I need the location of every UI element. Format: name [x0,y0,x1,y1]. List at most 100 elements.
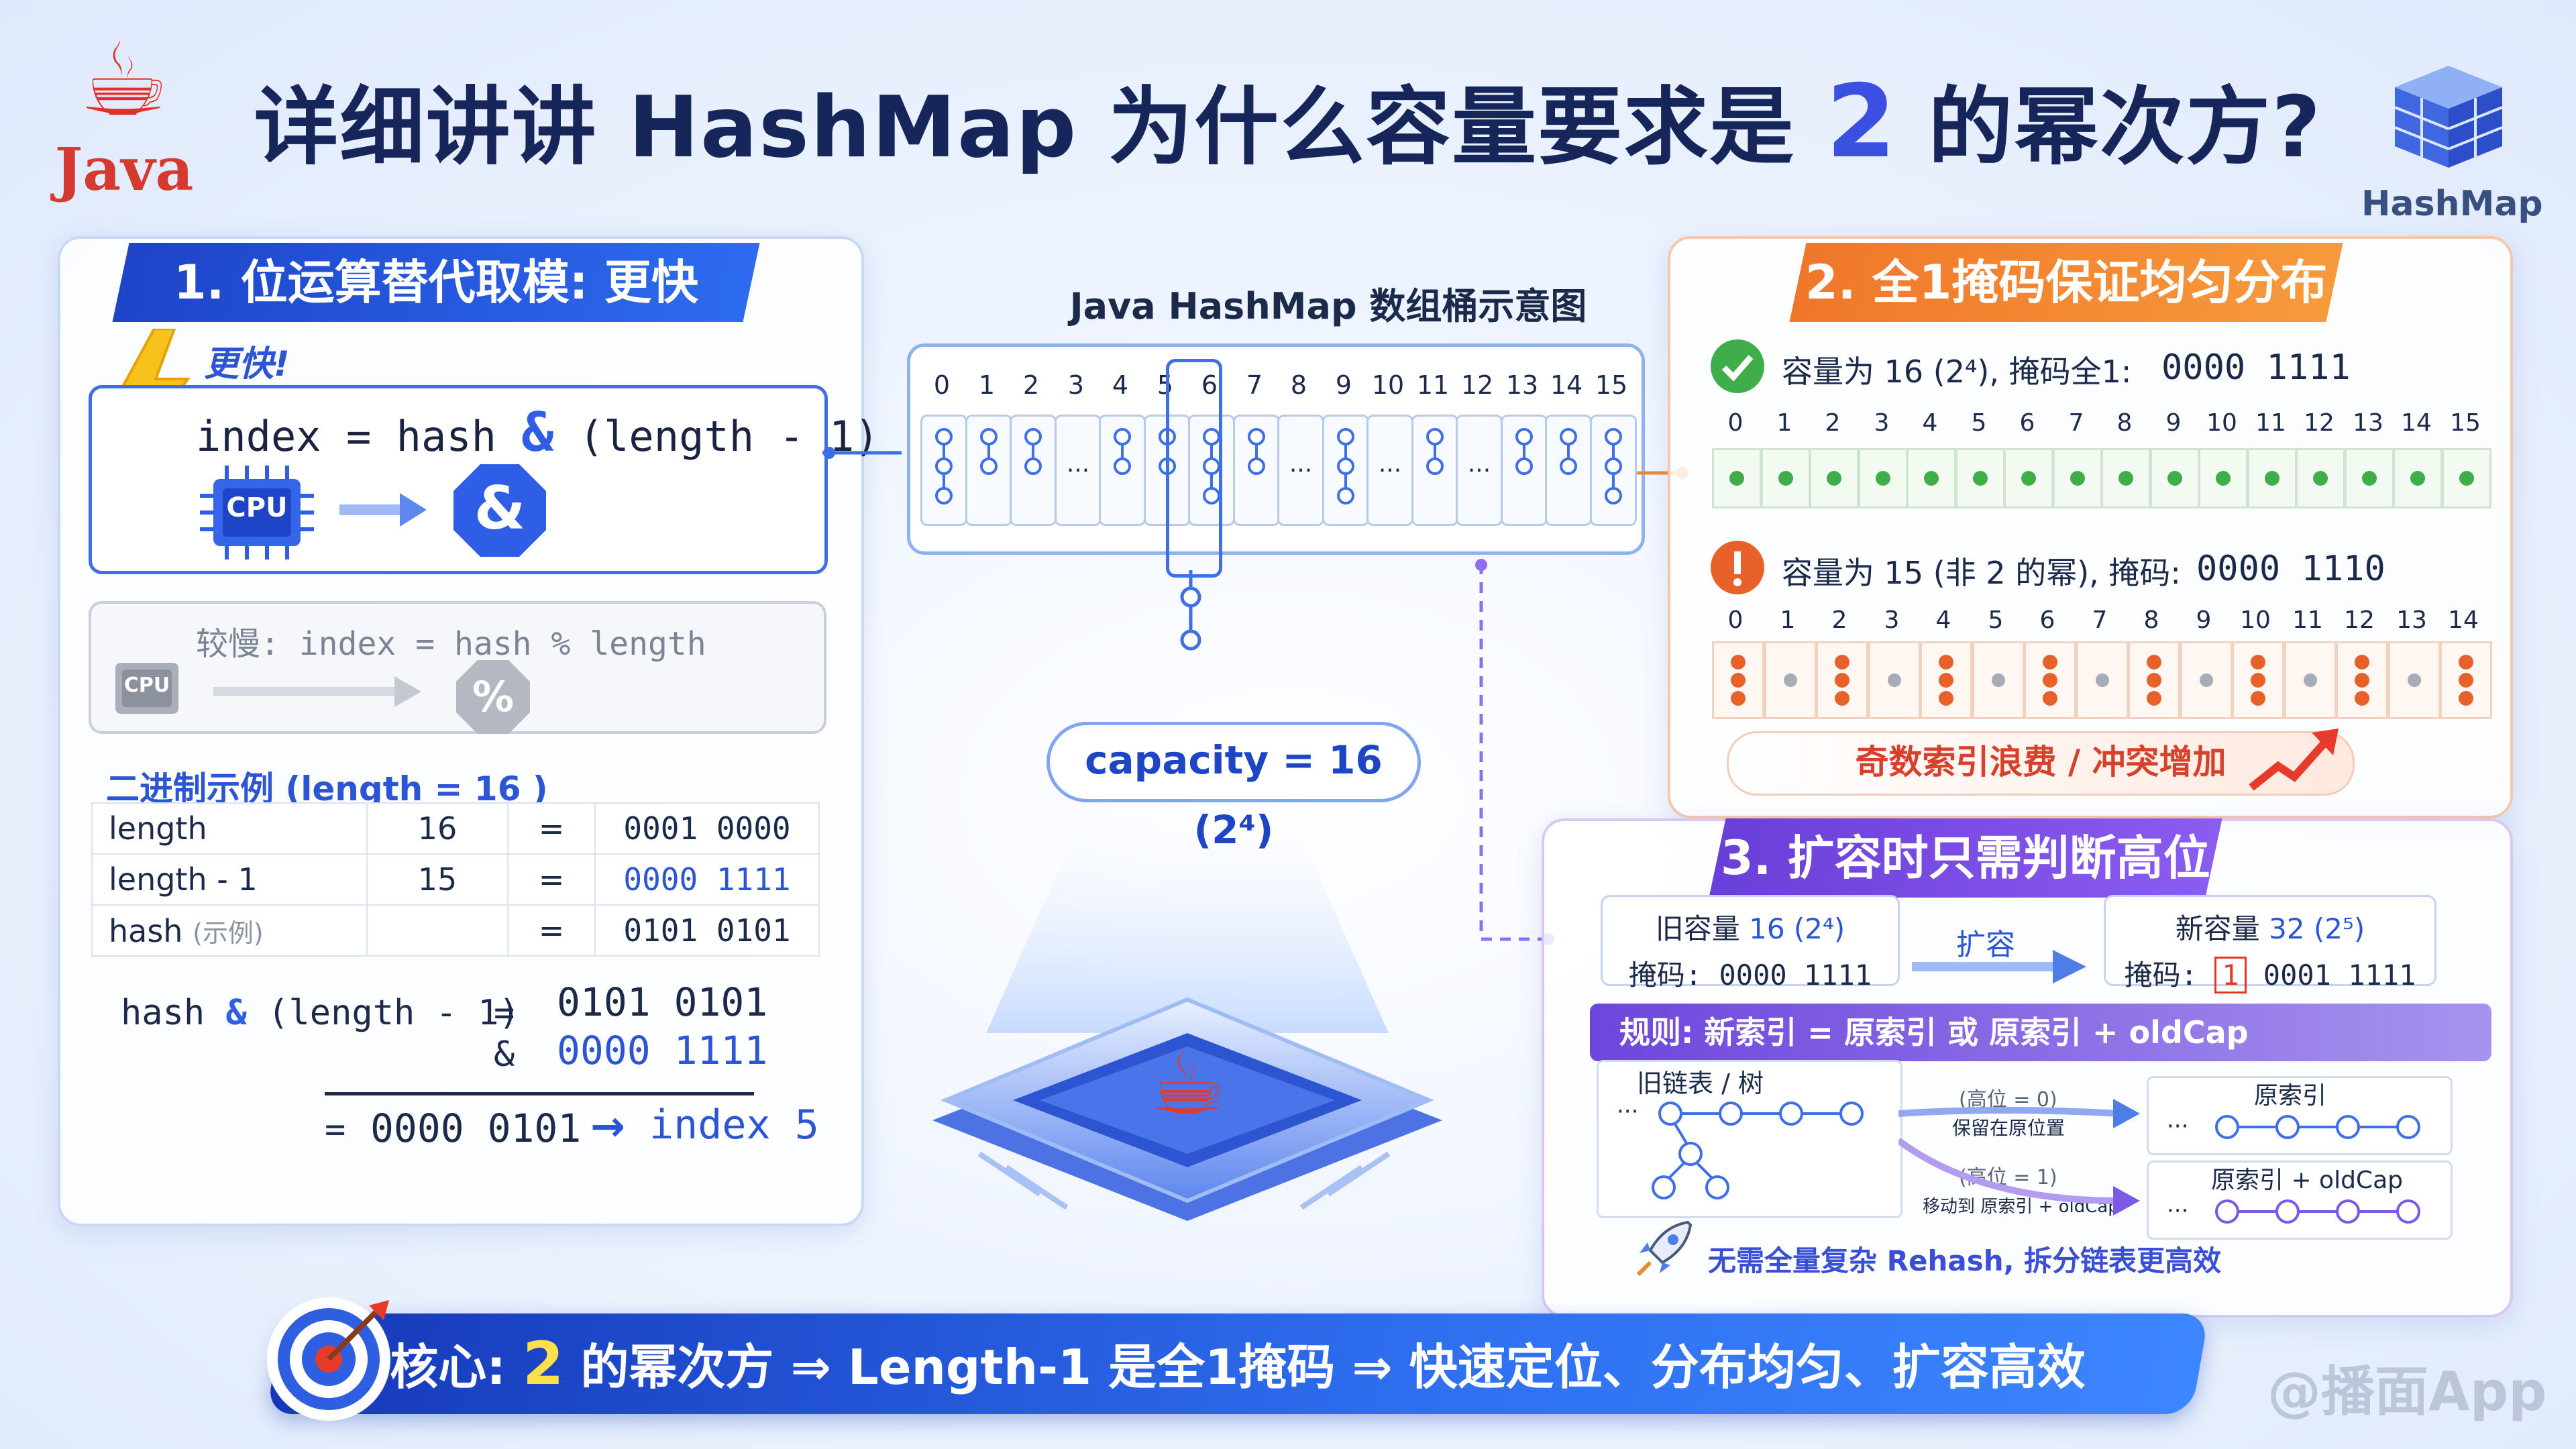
high0-desc: 保留在原位置 [1952,1117,2065,1139]
old-chain-diagram: ··· [1617,1100,1864,1199]
bad-bucket-cell [2128,641,2180,719]
new-mask-label: 掩码: [2124,959,2198,991]
good-index-label: 13 [2353,409,2383,437]
bad-bucket-cell [2336,641,2388,719]
orig-plus-box [2147,1161,2453,1240]
good-bucket-cell [1858,448,1908,508]
bad-bucket-cell [1712,641,1764,719]
bad-bucket-cell [2440,641,2492,719]
good-index-label: 8 [2116,409,2133,437]
good-bucket-cell [2393,448,2443,508]
watermark: @播面App [2267,1360,2547,1423]
cpu-label: CPU [226,492,288,523]
section-2-panel [1668,236,2513,818]
good-index-label: 6 [2019,409,2035,437]
fast-formula: index = hash & (length - 1) [196,401,879,464]
split-arrows [1898,1099,2140,1216]
capacity-pill: capacity = 16 (2⁴) [1046,722,1421,853]
title-suffix: 的幂次方? [1897,78,2322,176]
bad-index-label: 9 [2196,606,2212,634]
calc-line2: 0000 1111 [557,1028,768,1073]
good-bucket-cell [1712,448,1762,508]
table-row: length - 1 15 = 0000 1111 [91,853,820,906]
rocket-icon [1636,1220,1693,1277]
good-bucket-cell [1955,448,2005,508]
new-cap-value: 32 (2⁵) [2269,912,2365,945]
svg-text:···: ··· [2167,1197,2188,1224]
row-dec [366,904,508,957]
good-bucket-cell [2247,448,2297,508]
row-name: hash [109,912,183,949]
target-icon [267,1297,390,1421]
core-prefix: 核心: [390,1339,523,1395]
good-bucket-cell [1907,448,1956,508]
good-bucket-cell [2296,448,2345,508]
good-bucket-cell [1761,448,1811,508]
connector-left [822,447,902,459]
hashmap-logo-text: HashMap [2361,184,2543,224]
old-capacity-box: 旧容量 16 (2⁴) 掩码: 0000 1111 [1601,895,1900,991]
bad-index-label: 1 [1780,606,1796,634]
good-index-label: 2 [1825,409,1841,437]
orig-plus-label: 原索引 + oldCap [2211,1167,2403,1194]
table-row: hash (示例) = 0101 0101 [91,904,820,957]
bucket-highlight [1166,359,1222,578]
good-bucket-cell [2053,448,2102,508]
array-index-label: 0 [933,370,951,400]
hashmap-logo: HashMap [2361,60,2543,228]
array-index-label: 5 [1157,370,1174,400]
title-highlight: 2 [1826,64,1898,180]
bucket-slot [1099,415,1146,526]
section-1-header: 1. 位运算替代取模: 更快 [112,243,760,322]
bucket-slot [920,415,967,526]
orig-index-box [2147,1076,2453,1155]
bad-bucket-cell [2076,641,2129,719]
faster-label: 更快! [204,344,290,384]
bad-index-label: 0 [1727,606,1743,634]
hashmap-table-icon [2394,66,2503,168]
good-bucket-cell [1809,448,1859,508]
section-3-header: 3. 扩容时只需判断高位 [1709,818,2222,898]
core-body: 的幂次方 ⇒ Length-1 是全1掩码 ⇒ 快速定位、分布均匀、扩容高效 [564,1339,2086,1395]
row-bin: 0000 1111 [594,853,820,906]
array-index-label: 11 [1416,370,1450,400]
bad-bucket-cell [1868,641,1921,719]
row-note: (示例) [193,918,264,948]
row-eq: = [507,802,596,855]
svg-text:···: ··· [2167,1113,2188,1140]
bad-index-label: 6 [2039,606,2055,634]
calc-lhs: hash & (length - 1) [121,993,520,1033]
array-index-label: 4 [1112,370,1129,400]
cpu-gray-label: CPU [123,674,170,697]
bucket-slot [965,415,1012,526]
array-index-label: 7 [1246,370,1263,400]
bad-bucket-cell [2232,641,2284,719]
bad-bucket-cell [2024,641,2076,719]
svg-text:···: ··· [1289,457,1312,484]
bad-index-label: 3 [1884,606,1900,634]
title-prefix: 详细讲讲 HashMap 为什么容量要求是 [254,78,1827,176]
new-mask-bit: 1 [2214,957,2247,994]
row-dec: 16 [366,802,508,855]
row-bin: 0101 0101 [594,904,820,957]
orig-chain-diagram: ··· [2167,1113,2420,1140]
bucket-slot: ··· [1277,415,1324,526]
coffee-cup-icon: ☕ [78,22,170,139]
array-index-label: 3 [1067,370,1085,400]
old-chain-label: 旧链表 / 树 [1637,1069,1764,1098]
bad-mask: 0000 1110 [2196,549,2385,589]
good-label: 容量为 16 (2⁴), 掩码全1: [1782,354,2132,390]
good-bucket-cell [2198,448,2248,508]
cpu-platform-illustration: ☕ [932,792,1442,1221]
good-index-label: 11 [2255,409,2286,437]
bad-index-label: 13 [2396,606,2427,634]
new-cap-label: 新容量 [2175,912,2260,945]
calc-divider [325,1092,754,1095]
moved-chain-diagram: ··· [2167,1197,2420,1224]
core-two: 2 [523,1329,564,1398]
good-bucket-cell [2442,448,2491,508]
fast-formula-box [89,385,828,574]
good-index-label: 10 [2206,409,2237,437]
bucket-slot [1501,415,1548,526]
old-chain-box [1597,1060,1902,1218]
